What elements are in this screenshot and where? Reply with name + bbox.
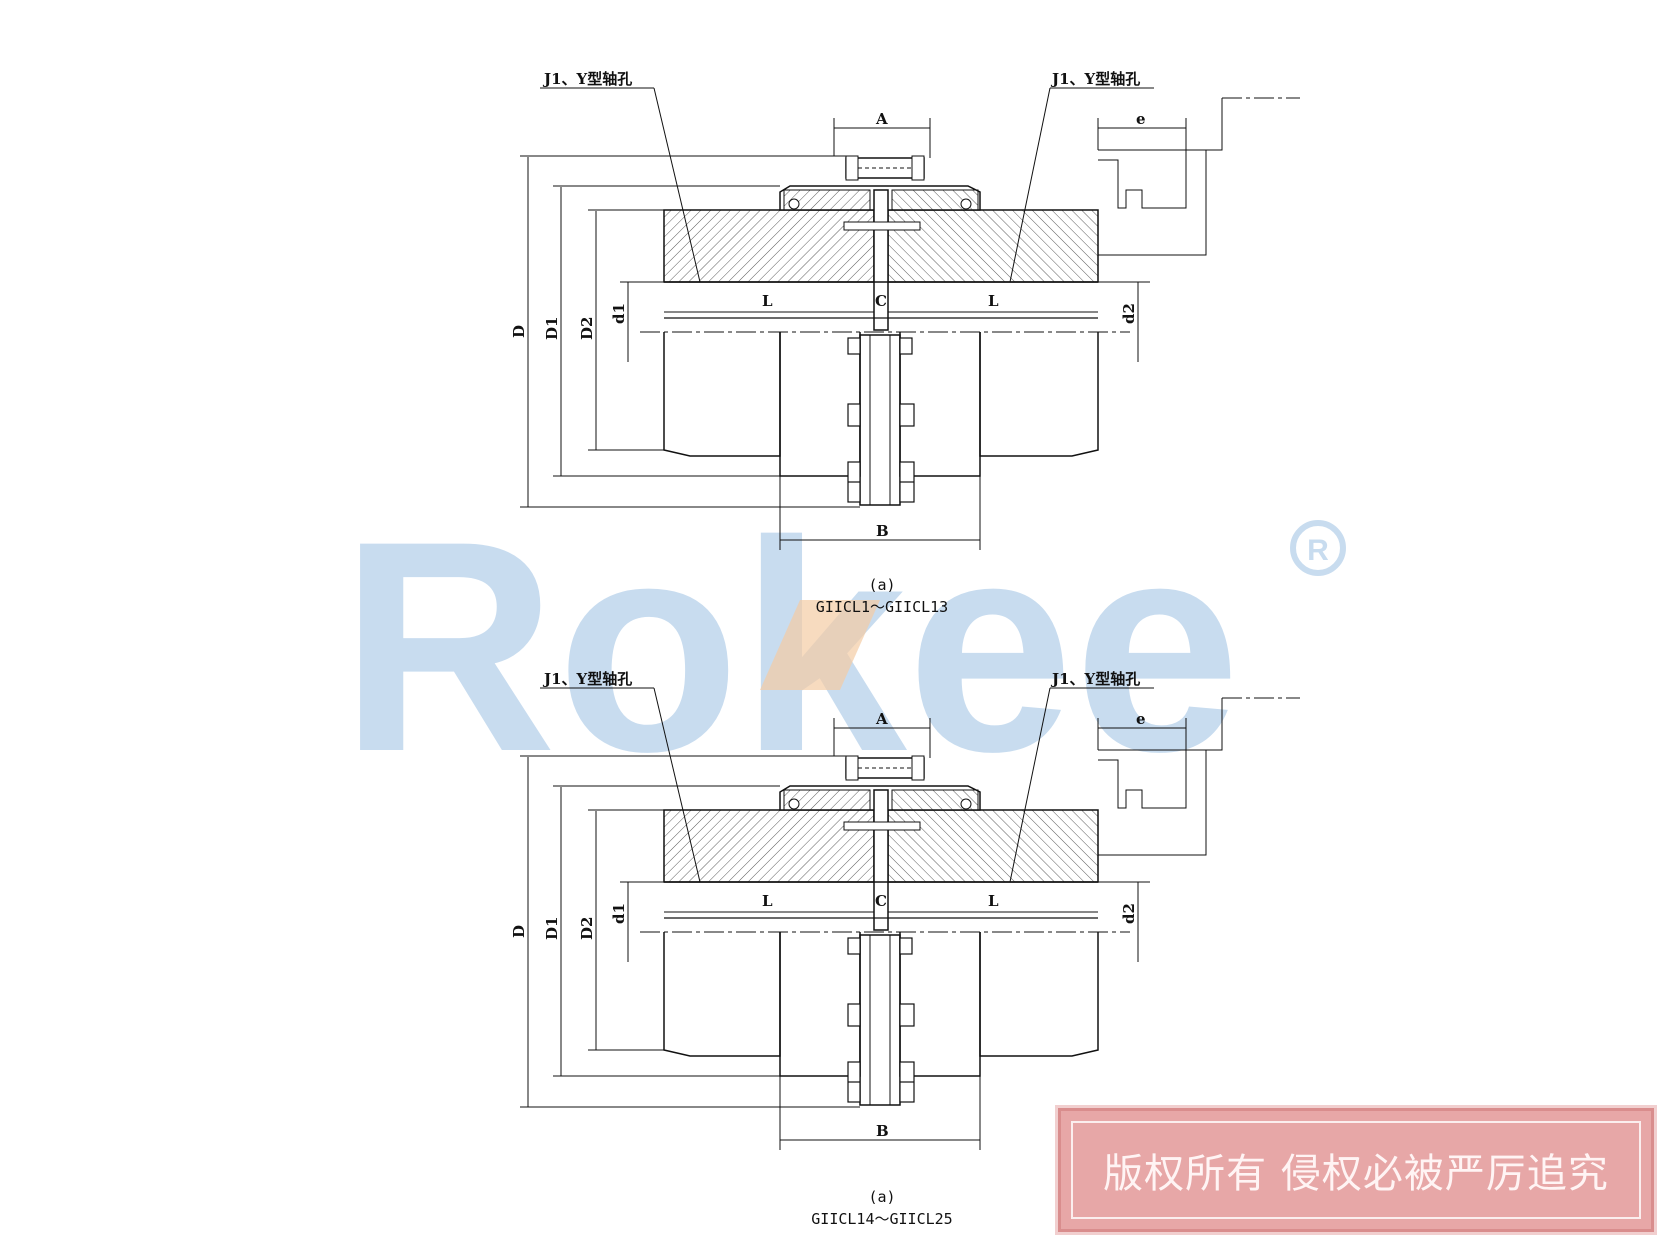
lower-bolts [847, 337, 915, 503]
dim-d1-label: d1 [610, 903, 628, 924]
left-sleeve-half [783, 789, 871, 811]
top-bolt-nut-left [845, 155, 859, 181]
watermark-accent-stripe [760, 600, 880, 690]
dim-B-label: B [876, 522, 889, 540]
bore-label-left: J1、Y型轴孔 [542, 70, 632, 88]
left-hub-outline [663, 932, 781, 1057]
dim-D-label: D [510, 325, 528, 338]
coupling-drawing-1: J1、Y型轴孔 J1、Y型轴孔 A e B C L L D D1 D2 d1 d… [510, 70, 1300, 616]
left-sleeve-half [783, 189, 871, 211]
dim-C-label: C [875, 892, 887, 910]
hub-pin [843, 821, 921, 831]
dim-L-left-label: L [762, 292, 773, 310]
dim-D2-label: D2 [578, 917, 596, 940]
hub-pin [843, 221, 921, 231]
dim-D1-label: D1 [543, 317, 561, 340]
dim-L-right-label: L [988, 292, 999, 310]
dim-L-right-label: L [988, 892, 999, 910]
rokee-watermark: Rokee R [340, 478, 1346, 814]
left-hub-section [663, 209, 875, 283]
dim-d1-label: d1 [610, 303, 628, 324]
bore-label-right: J1、Y型轴孔 [1050, 70, 1140, 88]
right-sleeve-half [891, 789, 979, 811]
top-bolt-nut-right [911, 155, 925, 181]
dim-C-label: C [875, 292, 887, 310]
bore-label-right: J1、Y型轴孔 [1050, 670, 1140, 688]
coupling-drawing-2: J1、Y型轴孔 J1、Y型轴孔 A e B C L L D D1 D2 d1 d… [510, 670, 1300, 1228]
right-hub-section [887, 809, 1099, 883]
dim-e-label: e [1136, 710, 1146, 728]
dim-B-label: B [876, 1122, 889, 1140]
bore-label-left: J1、Y型轴孔 [542, 670, 632, 688]
center-flange-lower [859, 334, 901, 506]
seal-ring-right [960, 798, 972, 810]
dim-D2-label: D2 [578, 317, 596, 340]
dim-L-left-label: L [762, 892, 773, 910]
dim-A-label: A [875, 110, 888, 128]
left-hub-section [663, 809, 875, 883]
seal-ring-left [788, 798, 800, 810]
model-range-caption: GIICL1～GIICL13 [816, 598, 948, 616]
copyright-text: 版权所有 侵权必被严厉追究 [1103, 1151, 1609, 1197]
dim-d2-label: d2 [1120, 303, 1138, 324]
seal-ring-left [788, 198, 800, 210]
stamp-inner-border [1071, 1121, 1641, 1219]
dimension-lines [520, 687, 1300, 1150]
lower-bolts [847, 937, 915, 1103]
top-bolt-nut-left [845, 755, 859, 781]
dim-D1-label: D1 [543, 917, 561, 940]
right-hub-outline [979, 932, 1099, 1057]
right-hub-outline [979, 332, 1099, 457]
model-range-caption: GIICL14～GIICL25 [811, 1210, 952, 1228]
center-flange-lower [859, 934, 901, 1106]
copyright-stamp: 版权所有 侵权必被严厉追究 [1058, 1108, 1654, 1232]
top-bolt-nut-right [911, 755, 925, 781]
right-sleeve-half [891, 189, 979, 211]
view-label: (a) [868, 1188, 895, 1206]
dimension-lines [520, 87, 1300, 550]
registered-mark-icon [1290, 520, 1346, 576]
right-hub-section [887, 209, 1099, 283]
left-hub-outline [663, 332, 781, 457]
dim-d2-label: d2 [1120, 903, 1138, 924]
view-label: (a) [868, 576, 895, 594]
dim-A-label: A [875, 710, 888, 728]
seal-ring-right [960, 198, 972, 210]
registered-mark-letter: R [1307, 534, 1329, 567]
dim-e-label: e [1136, 110, 1146, 128]
dim-D-label: D [510, 925, 528, 938]
